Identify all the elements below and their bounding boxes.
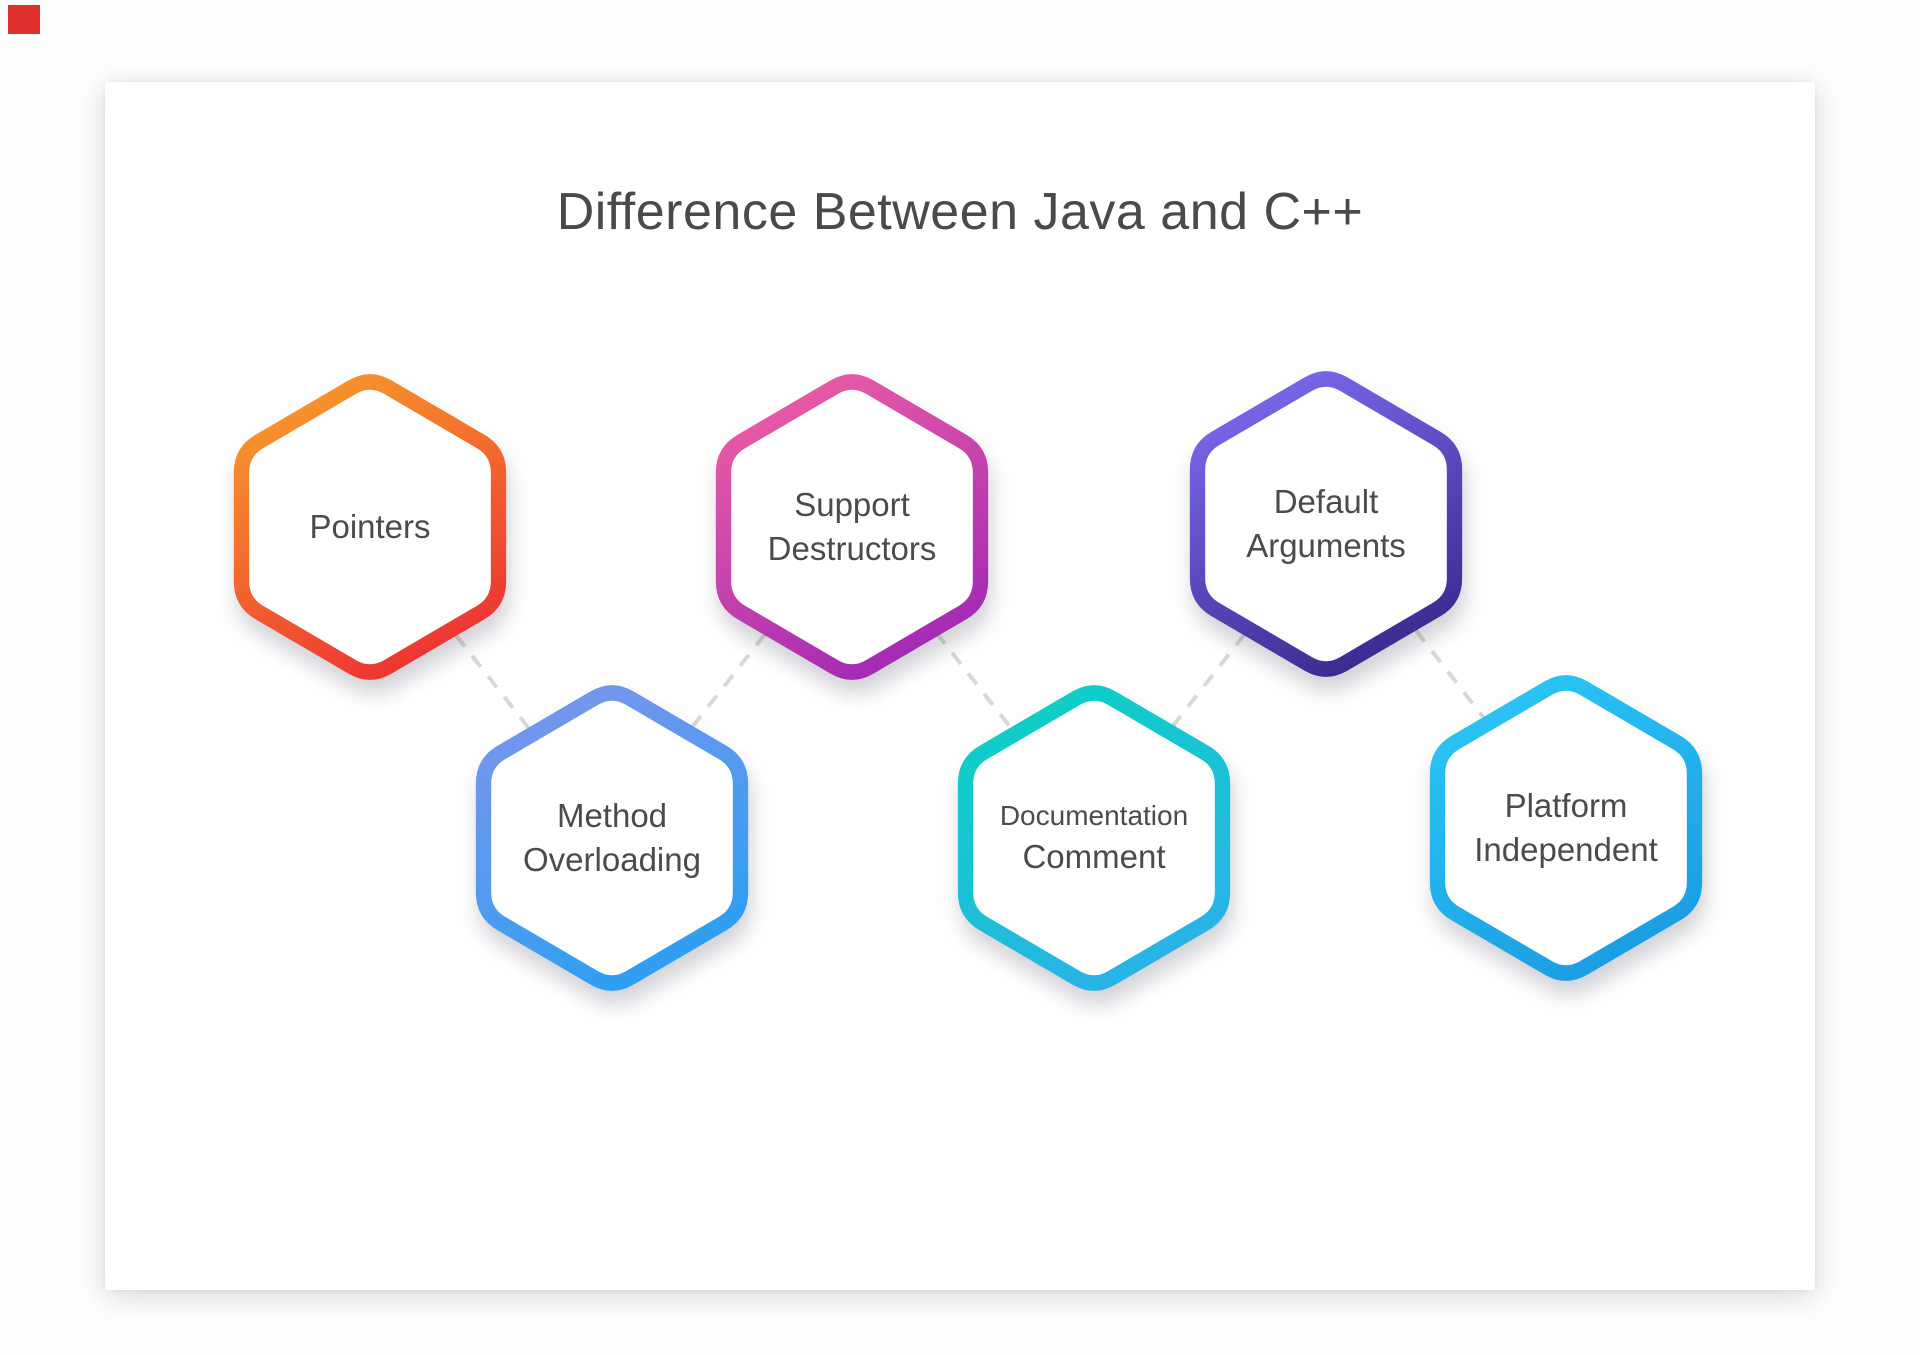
label-line: Comment [1022, 837, 1166, 875]
label-line: Destructors [767, 530, 937, 567]
hexagon-method-overloading: Method Overloading [466, 676, 758, 1000]
diagram-card [105, 82, 1815, 1290]
hexagon-label: Pointers [252, 365, 488, 689]
hexagon-label: Support Destructors [734, 365, 970, 689]
hexagon-shape [233, 374, 507, 680]
label-line: Independent [1474, 831, 1658, 868]
hexagon-shape [715, 374, 989, 680]
corner-marker [8, 5, 40, 34]
hexagon-label: Platform Independent [1448, 666, 1684, 990]
label-line: Pointers [309, 508, 431, 546]
hexagon-support-destructors: Support Destructors [706, 365, 998, 689]
hexagon-documentation-comment: Documentation Comment [948, 676, 1240, 1000]
label-line: Support [794, 486, 910, 524]
hexagon-label: Documentation Comment [976, 676, 1212, 1000]
hexagon-pointers: Pointers [224, 365, 516, 689]
label-line: Overloading [523, 841, 701, 878]
hexagon-shape [1189, 371, 1463, 677]
label-line: Method [556, 797, 668, 835]
hexagon-label: Method Overloading [494, 676, 730, 1000]
label-line: Platform [1504, 787, 1628, 825]
hexagon-label: Default Arguments [1208, 362, 1444, 686]
hexagon-default-arguments: Default Arguments [1180, 362, 1472, 686]
label-line: Arguments [1246, 527, 1406, 564]
hexagon-shape [957, 685, 1231, 991]
page-title: Difference Between Java and C++ [556, 183, 1364, 241]
label-line: Default [1273, 483, 1379, 521]
hexagon-platform-independent: Platform Independent [1420, 666, 1712, 990]
hexagon-shape [1429, 675, 1703, 981]
label-line: Documentation [999, 799, 1189, 831]
hexagon-shape [475, 685, 749, 991]
